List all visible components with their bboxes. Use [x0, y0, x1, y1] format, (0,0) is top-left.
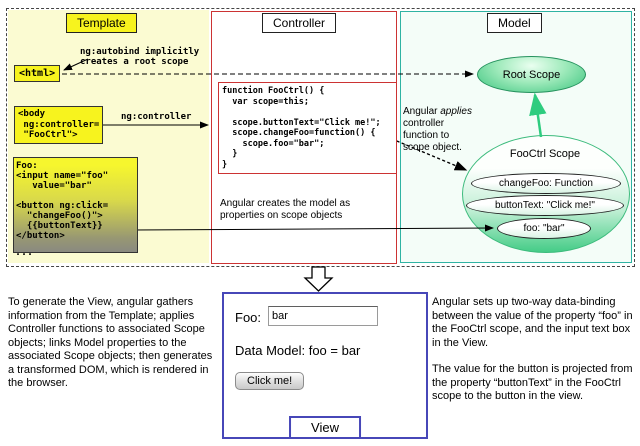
applies-note: Angular applies controller function to s… — [403, 94, 473, 154]
controller-header: Controller — [262, 13, 337, 33]
applies-note-post: controller function to scope object. — [403, 118, 462, 153]
scope-property-buttontext: buttonText: "Click me!" — [466, 195, 624, 216]
body-tag-box: <body ng:controller= "FooCtrl"> — [14, 106, 104, 144]
binding-note-1: Angular sets up two-way data-binding bet… — [432, 296, 633, 349]
html-tag-box: <html> — [14, 65, 61, 82]
click-me-button[interactable]: Click me! — [235, 372, 305, 390]
template-header: Template — [66, 13, 137, 33]
model-header: Model — [487, 13, 542, 33]
applies-note-italic: applies — [440, 106, 472, 117]
foo-text-input[interactable] — [268, 306, 378, 326]
binding-note-2: The value for the button is projected fr… — [432, 363, 633, 402]
view-foo-label: Foo: — [235, 310, 262, 325]
view-frame-label: View — [289, 416, 361, 439]
binding-notes: Angular sets up two-way data-binding bet… — [432, 296, 634, 417]
foo-label: foo: "bar" — [523, 223, 565, 234]
controller-code-box: function FooCtrl() { var scope=this; sco… — [218, 82, 397, 174]
root-scope-label: Root Scope — [502, 68, 561, 81]
scope-property-foo: foo: "bar" — [497, 218, 591, 239]
fooctrl-scope-label: FooCtrl Scope — [509, 148, 581, 160]
autobind-note: ng:autobind implicitly creates a root sc… — [80, 47, 200, 67]
changefoo-label: changeFoo: Function — [499, 178, 593, 189]
template-ellipsis: ... — [15, 247, 34, 258]
generate-view-note: To generate the View, angular gathers in… — [8, 296, 213, 389]
buttontext-label: buttonText: "Click me!" — [495, 200, 595, 211]
root-scope-ellipse: Root Scope — [477, 56, 586, 93]
data-model-text: Data Model: foo = bar — [235, 343, 361, 358]
compile-to-view-down-arrow — [303, 266, 334, 292]
applies-note-pre: Angular — [403, 106, 441, 117]
controller-note: Angular creates the model as properties … — [220, 198, 351, 221]
view-frame: Foo: Data Model: foo = bar Click me! Vie… — [222, 292, 428, 439]
scope-property-changefoo: changeFoo: Function — [471, 173, 621, 194]
template-code-box: Foo: <input name="foo" value="bar" <butt… — [13, 157, 138, 253]
ng-controller-label: ng:controller — [121, 112, 192, 122]
